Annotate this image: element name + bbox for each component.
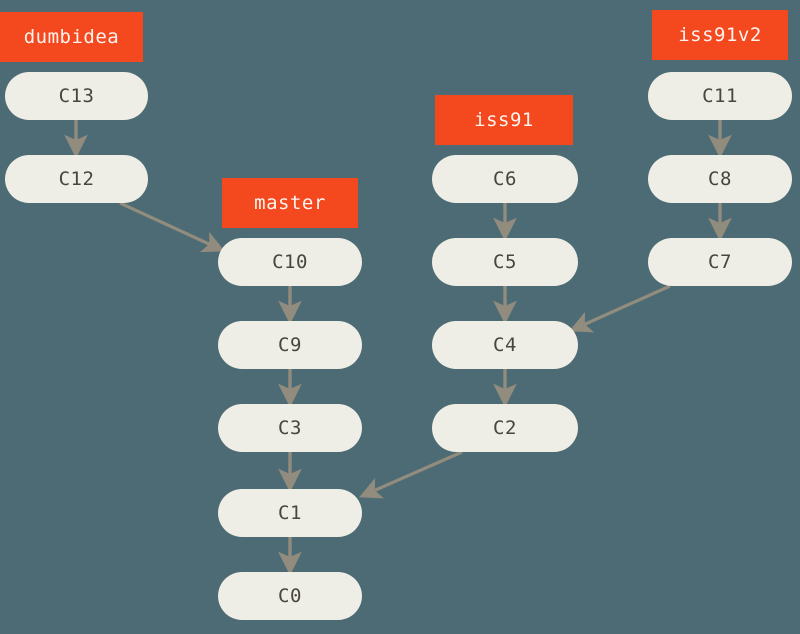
branch-label-master[interactable]: master xyxy=(222,178,358,228)
edge-c2-to-c1 xyxy=(359,450,463,499)
commit-node-c1[interactable]: C1 xyxy=(218,489,362,537)
edge-group xyxy=(64,120,732,576)
commit-node-c0[interactable]: C0 xyxy=(218,572,362,620)
edge-c7-to-c4 xyxy=(569,284,671,333)
edge-c12-to-c10 xyxy=(119,201,225,253)
commit-node-c4[interactable]: C4 xyxy=(432,321,578,369)
commit-node-c10[interactable]: C10 xyxy=(218,238,362,286)
commit-node-c7[interactable]: C7 xyxy=(648,238,792,286)
commit-node-c5[interactable]: C5 xyxy=(432,238,578,286)
commit-node-c9[interactable]: C9 xyxy=(218,321,362,369)
commit-node-c8[interactable]: C8 xyxy=(648,155,792,203)
commit-node-c6[interactable]: C6 xyxy=(432,155,578,203)
branch-label-iss91[interactable]: iss91 xyxy=(435,95,573,145)
branch-label-iss91v2[interactable]: iss91v2 xyxy=(652,10,788,60)
commit-node-c3[interactable]: C3 xyxy=(218,404,362,452)
branch-label-dumbidea[interactable]: dumbidea xyxy=(0,12,143,62)
commit-node-c13[interactable]: C13 xyxy=(5,72,148,120)
commit-node-c2[interactable]: C2 xyxy=(432,404,578,452)
commit-node-c12[interactable]: C12 xyxy=(5,155,148,203)
commit-node-c11[interactable]: C11 xyxy=(648,72,792,120)
